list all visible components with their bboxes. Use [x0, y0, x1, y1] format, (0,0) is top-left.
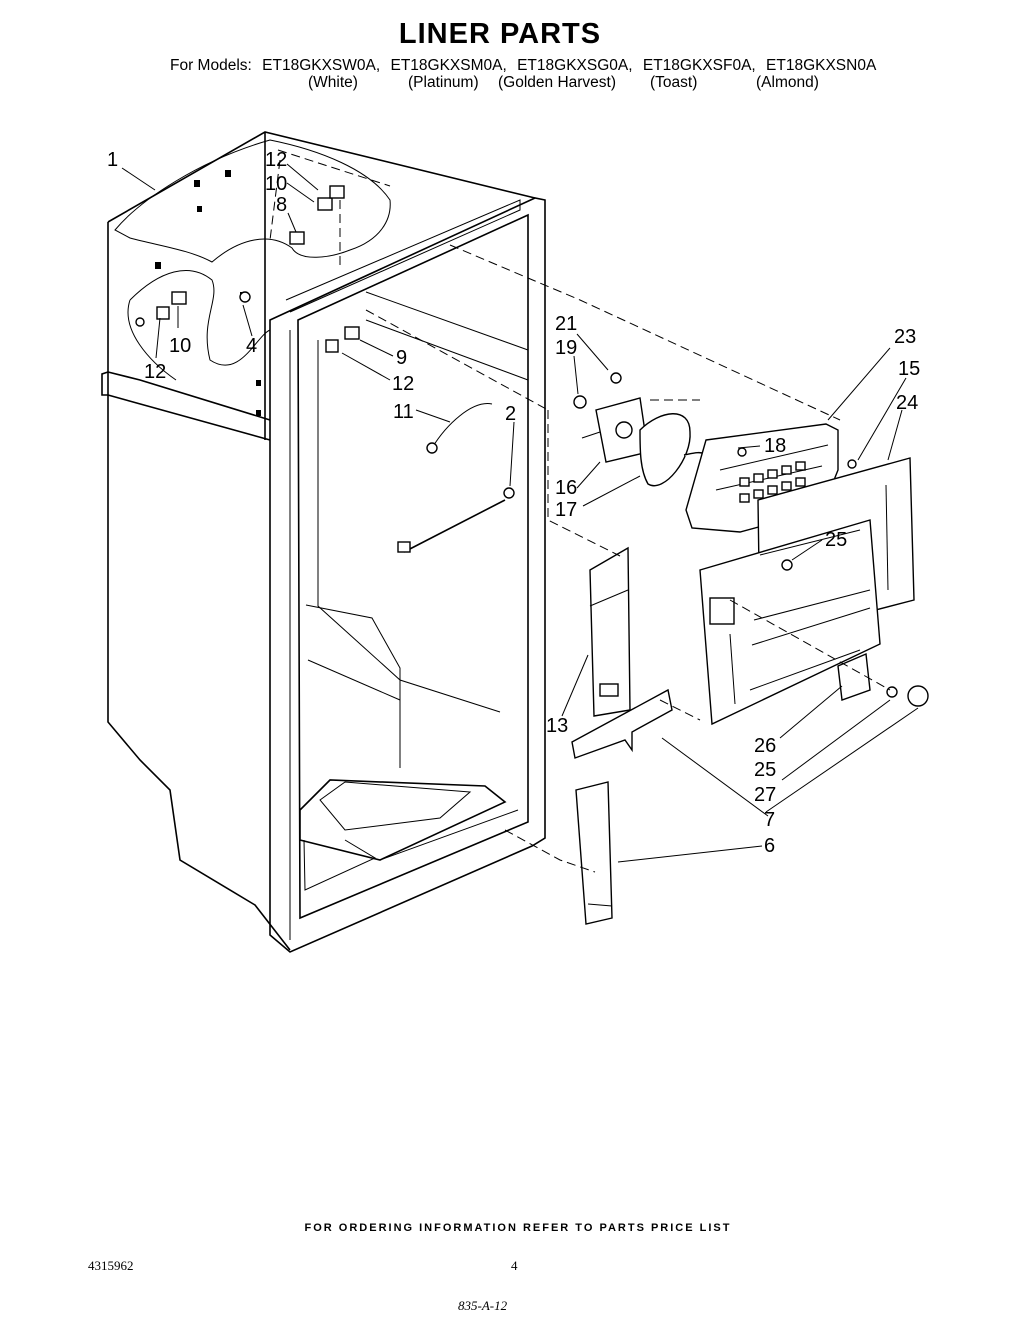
callout-number: 8 — [276, 194, 287, 216]
callout-number: 12 — [144, 361, 166, 383]
callout-number: 24 — [896, 392, 918, 414]
callout-number: 18 — [764, 435, 786, 457]
model-color: (Almond) — [756, 74, 819, 91]
callout-number: 27 — [754, 784, 776, 806]
model-number: ET18GKXSN0A — [766, 57, 877, 74]
callout-number: 21 — [555, 313, 577, 335]
callout-number: 10 — [169, 335, 191, 357]
model-number: ET18GKXSW0A, — [262, 57, 381, 74]
callout-number: 12 — [265, 149, 287, 171]
callout-number: 12 — [392, 373, 414, 395]
callout-number: 17 — [555, 499, 577, 521]
loose-panels — [571, 546, 673, 925]
page-number: 4 — [511, 1258, 518, 1273]
document-number: 4315962 — [88, 1258, 134, 1273]
callout-number: 19 — [555, 337, 577, 359]
callout-number: 9 — [396, 347, 407, 369]
fastener-parts — [135, 185, 515, 553]
handwritten-note: 835-A-12 — [458, 1298, 508, 1313]
callout-number: 4 — [246, 335, 257, 357]
callout-numbers: 1 12 10 8 4 10 12 9 12 11 2 21 19 23 15 … — [107, 149, 920, 857]
model-color: (Platinum) — [408, 74, 479, 91]
callout-number: 10 — [265, 173, 287, 195]
callout-number: 1 — [107, 149, 118, 171]
callout-number: 2 — [505, 403, 516, 425]
dashed-leaders — [269, 149, 891, 873]
model-number: ET18GKXSG0A, — [517, 57, 633, 74]
page-title: LINER PARTS — [398, 18, 602, 50]
callout-number: 7 — [764, 809, 775, 831]
models-label: For Models: — [170, 57, 252, 74]
callout-number: 26 — [754, 735, 776, 757]
callout-number: 25 — [825, 529, 847, 551]
callout-leaders — [121, 163, 919, 863]
liner-cabinet — [101, 131, 546, 953]
model-color: (White) — [308, 74, 358, 91]
callout-number: 25 — [754, 759, 776, 781]
callout-number: 16 — [555, 477, 577, 499]
evaporator-cover — [699, 457, 929, 726]
ordering-note: FOR ORDERING INFORMATION REFER TO PARTS … — [304, 1222, 732, 1234]
model-color: (Golden Harvest) — [498, 74, 617, 91]
callout-number: 6 — [764, 835, 775, 857]
model-number: ET18GKXSM0A, — [390, 57, 507, 74]
model-number: ET18GKXSF0A, — [642, 57, 756, 74]
model-list: For Models: ET18GKXSW0A, ET18GKXSM0A, ET… — [170, 57, 882, 75]
callout-number: 13 — [546, 715, 568, 737]
callout-number: 15 — [898, 358, 920, 380]
callout-number: 11 — [393, 401, 414, 423]
callout-number: 23 — [894, 326, 916, 348]
model-color: (Toast) — [650, 74, 698, 91]
